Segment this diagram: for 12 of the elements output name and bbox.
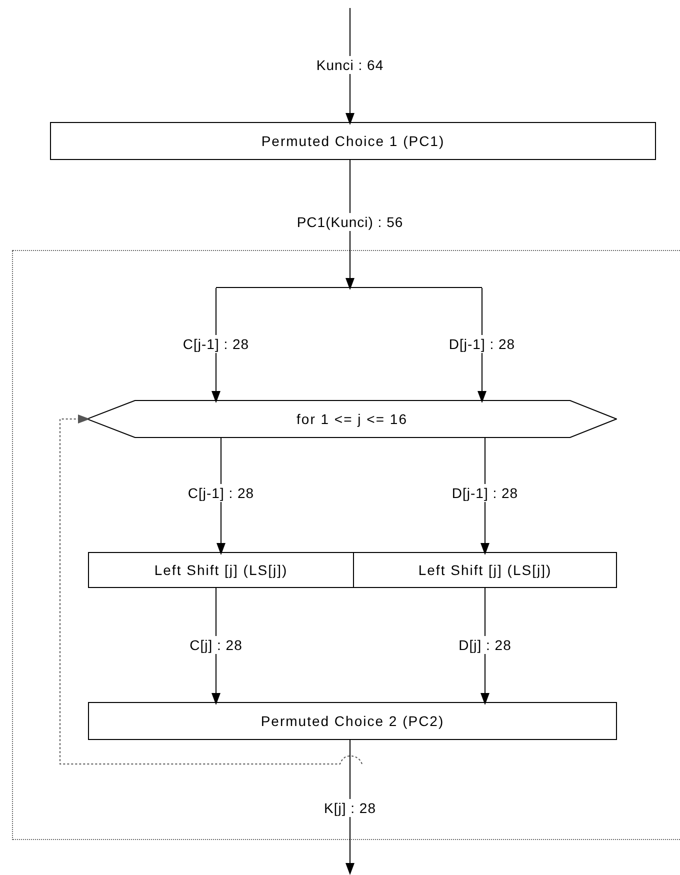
box-label: Permuted Choice 2 (PC2) <box>260 713 444 729</box>
loop-back-arrow <box>60 414 362 764</box>
box-label: Left Shift [j] (LS[j]) <box>418 562 552 578</box>
process-box <box>88 552 354 588</box>
loop-hexagon <box>87 400 617 438</box>
process-box <box>353 552 617 588</box>
box-label: Left Shift [j] (LS[j]) <box>154 562 288 578</box>
process-box <box>88 702 617 740</box>
loop-frame <box>12 250 680 840</box>
box-label: for 1 <= j <= 16 <box>296 411 408 427</box>
box-label: Permuted Choice 1 (PC1) <box>261 133 445 149</box>
process-box <box>50 122 656 160</box>
